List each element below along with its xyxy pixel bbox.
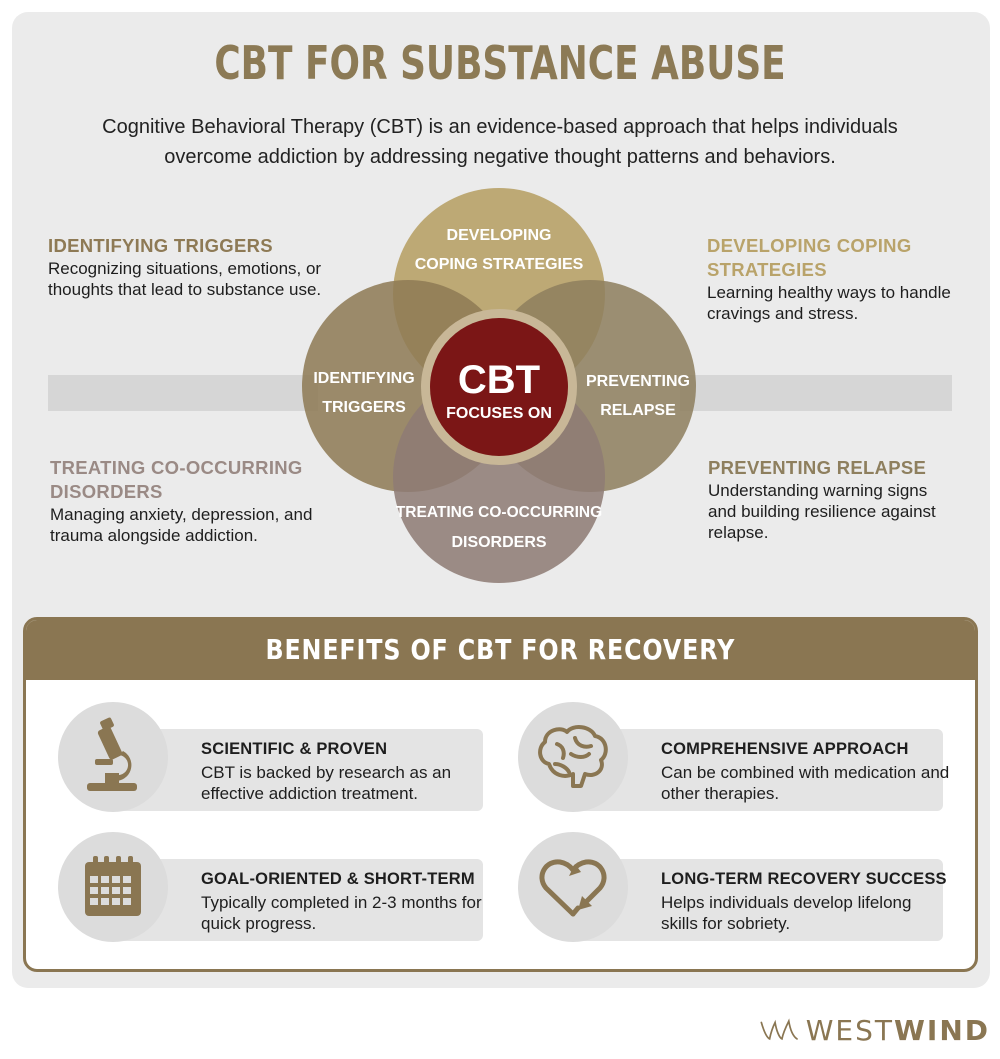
benefit-title: COMPREHENSIVE APPROACH: [661, 740, 909, 758]
connector-bar-left: [48, 375, 318, 411]
venn-label-disorders-1: TREATING CO-OCCURRING: [396, 504, 602, 521]
microscope-icon: [87, 717, 137, 791]
side-disorders-heading-1: TREATING CO-OCCURRING: [50, 457, 303, 478]
side-triggers-heading: IDENTIFYING TRIGGERS: [48, 235, 273, 256]
venn-label-relapse-1: PREVENTING: [586, 373, 690, 390]
venn-label-triggers-2: TRIGGERS: [322, 399, 406, 416]
intro-line-2: overcome addiction by addressing negativ…: [164, 146, 836, 168]
side-disorders: TREATING CO-OCCURRING DISORDERS Managing…: [50, 456, 370, 546]
venn-label-coping-1: DEVELOPING: [447, 227, 552, 244]
side-triggers-text: Recognizing situations, emotions, or tho…: [48, 259, 322, 299]
benefit-text: CBT is backed by research as an effectiv…: [201, 763, 452, 803]
venn-center-focuses-on: FOCUSES ON: [446, 405, 552, 422]
side-relapse: PREVENTING RELAPSE Understanding warning…: [708, 456, 968, 543]
logo-west: WEST: [805, 1013, 895, 1047]
calendar-icon: [85, 856, 141, 916]
benefit-icon-circle: [58, 702, 168, 812]
cbt-venn-diagram: DEVELOPING COPING STRATEGIES IDENTIFYING…: [302, 188, 696, 583]
benefit-comprehensive: COMPREHENSIVE APPROACH Can be combined w…: [518, 702, 950, 812]
benefit-icon-circle: [518, 702, 628, 812]
side-coping: DEVELOPING COPING STRATEGIES Learning he…: [707, 234, 967, 324]
benefit-text: Typically completed in 2-3 months for qu…: [201, 893, 482, 933]
logo-wind: WIND: [894, 1013, 990, 1047]
benefit-title: GOAL-ORIENTED & SHORT-TERM: [201, 870, 475, 888]
benefits-heading-text: BENEFITS OF CBT FOR RECOVERY: [265, 633, 736, 666]
connector-bar-right: [680, 375, 952, 411]
intro-line-1: Cognitive Behavioral Therapy (CBT) is an…: [102, 116, 898, 138]
venn-label-relapse-2: RELAPSE: [600, 402, 676, 419]
side-triggers: IDENTIFYING TRIGGERS Recognizing situati…: [48, 234, 368, 300]
intro-text: Cognitive Behavioral Therapy (CBT) is an…: [40, 112, 960, 172]
side-disorders-heading-2: DISORDERS: [50, 481, 163, 502]
benefit-long-term: LONG-TERM RECOVERY SUCCESS Helps individ…: [518, 832, 948, 942]
side-coping-heading-1: DEVELOPING COPING: [707, 235, 912, 256]
benefit-scientific: SCIENTIFIC & PROVEN CBT is backed by res…: [58, 702, 488, 812]
venn-label-coping-2: COPING STRATEGIES: [415, 256, 584, 273]
westwind-logo: WEST WIND: [760, 1010, 990, 1050]
westwind-mark-icon: [760, 1018, 798, 1041]
venn-center-circle: [430, 318, 568, 456]
benefits-heading: BENEFITS OF CBT FOR RECOVERY: [26, 620, 975, 680]
benefit-goal-oriented: GOAL-ORIENTED & SHORT-TERM Typically com…: [58, 832, 488, 942]
heart-arrows-icon: [539, 859, 607, 917]
side-relapse-heading: PREVENTING RELAPSE: [708, 457, 927, 478]
side-disorders-text: Managing anxiety, depression, and trauma…: [50, 505, 313, 545]
venn-label-triggers-1: IDENTIFYING: [313, 370, 414, 387]
side-coping-heading-2: STRATEGIES: [707, 259, 827, 280]
benefit-text: Helps individuals develop lifelong skill…: [661, 893, 912, 933]
benefit-icon-circle: [518, 832, 628, 942]
side-relapse-text: Understanding warning signs and building…: [708, 481, 936, 542]
benefits-box: BENEFITS OF CBT FOR RECOVERY SCIENTIFIC …: [23, 617, 978, 972]
side-coping-text: Learning healthy ways to handle cravings…: [707, 283, 951, 323]
venn-label-disorders-2: DISORDERS: [451, 534, 546, 551]
benefit-text: Can be combined with medication and othe…: [661, 763, 950, 803]
venn-center-cbt: CBT: [458, 358, 540, 402]
benefit-icon-circle: [58, 832, 168, 942]
brain-icon: [538, 725, 608, 788]
benefit-title: LONG-TERM RECOVERY SUCCESS: [661, 870, 947, 888]
page-title: CBT FOR SUBSTANCE ABUSE: [214, 36, 786, 90]
benefit-title: SCIENTIFIC & PROVEN: [201, 740, 388, 758]
